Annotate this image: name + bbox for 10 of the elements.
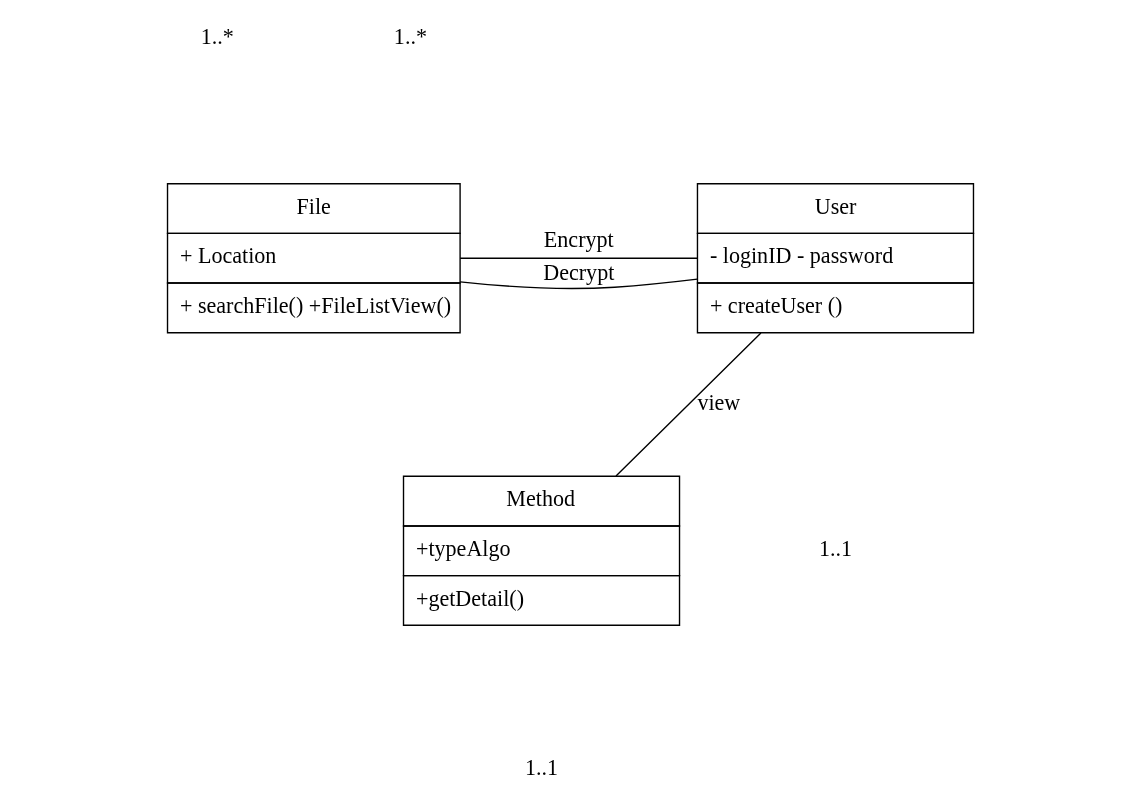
connector [615, 332, 762, 477]
edge-label: view [697, 389, 741, 415]
connector [459, 278, 699, 290]
edge-label: Encrypt [543, 226, 614, 252]
edge-label: Decrypt [543, 260, 615, 286]
connector [459, 257, 698, 259]
label: 1..* [200, 24, 234, 50]
label: 1..1 [524, 755, 559, 781]
label: 1..1 [818, 536, 853, 562]
label: 1..* [393, 24, 427, 50]
